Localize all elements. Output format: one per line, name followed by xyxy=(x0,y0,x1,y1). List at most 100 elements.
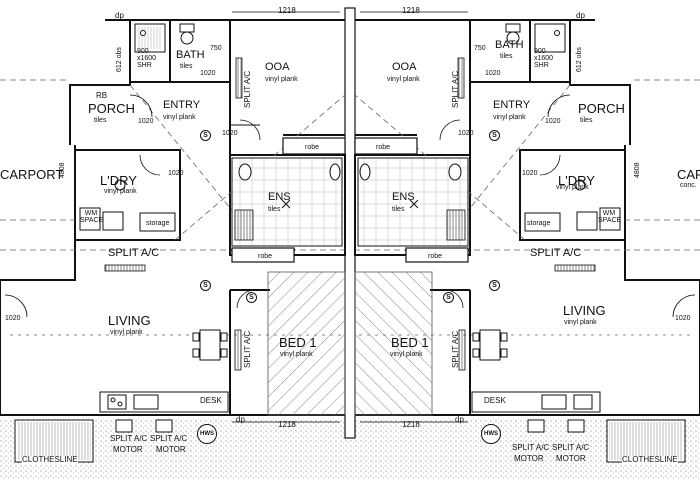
left-robe-bottom-label: robe xyxy=(258,253,273,260)
right-ens-subtitle: tiles xyxy=(392,206,405,213)
right-door-porch: 1020 xyxy=(545,118,561,125)
left-door-bath: 1020 xyxy=(200,70,216,77)
left-shower-label: 900 x1600 SHR xyxy=(137,48,157,69)
right-desk: DESK xyxy=(484,396,506,405)
left-ens-subtitle: tiles xyxy=(268,206,281,213)
left-clothesline: CLOTHESLINE xyxy=(22,455,78,464)
left-desk: DESK xyxy=(200,396,222,405)
right-smoke-detector-bed: S xyxy=(443,292,454,303)
left-smoke-detector-bed: S xyxy=(246,292,257,303)
left-smoke-detector-living: S xyxy=(200,280,211,291)
right-ldry-title: L'DRY xyxy=(558,173,595,188)
right-ldry-subtitle: vinyl plank xyxy=(556,184,589,191)
right-dp-bottom: dp xyxy=(455,415,464,424)
right-carport-dimension: 4808 xyxy=(634,162,641,178)
left-bath-subtitle: tiles xyxy=(180,63,193,70)
left-robe-top xyxy=(282,137,346,155)
right-living-title: LIVING xyxy=(563,303,606,318)
left-dining-table xyxy=(199,329,221,361)
left-ooa-subtitle: vinyl plank xyxy=(265,76,298,83)
right-robe-bottom-label: robe xyxy=(428,253,443,260)
left-living-title: LIVING xyxy=(108,313,151,328)
bottom-dimension-right: 1218 xyxy=(402,420,420,429)
right-carport-subtitle: conc. xyxy=(680,182,697,189)
left-bath-side-dimension: 612 obs xyxy=(116,47,123,72)
left-entry-subtitle: vinyl plank xyxy=(163,114,196,121)
left-split-ac-bed: SPLIT A/C xyxy=(243,330,252,368)
right-robe-top-label: robe xyxy=(376,144,391,151)
left-split-ac-living: SPLIT A/C xyxy=(108,247,160,259)
right-carport-title: CAR xyxy=(677,167,700,182)
left-kitchen-bench xyxy=(99,391,229,413)
right-bed-subtitle: vinyl plank xyxy=(390,351,423,358)
left-porch-subtitle: tiles xyxy=(94,117,107,124)
left-door-ldry: 1020 xyxy=(168,170,184,177)
right-wm-space: WM SPACE xyxy=(598,210,622,224)
left-bath-title: BATH xyxy=(176,49,205,61)
left-smoke-detector-entry: S xyxy=(200,130,211,141)
right-entry-subtitle: vinyl plank xyxy=(493,114,526,121)
party-wall xyxy=(344,7,356,439)
left-bed-title: BED 1 xyxy=(279,335,317,350)
left-split-ac-ooa: SPLIT A/C xyxy=(243,70,252,108)
right-split-ac-bed: SPLIT A/C xyxy=(451,330,460,368)
right-bath-subtitle: tiles xyxy=(500,53,513,60)
right-smoke-detector-living: S xyxy=(489,280,500,291)
right-split-ac-motor-2: SPLIT A/C xyxy=(552,443,590,452)
right-bed-title: BED 1 xyxy=(391,335,429,350)
top-dimension-right: 1218 xyxy=(402,6,420,15)
right-entry-title: ENTRY xyxy=(493,99,531,111)
right-ens-title: ENS xyxy=(392,191,415,203)
right-ooa-title: OOA xyxy=(392,61,417,73)
right-porch-subtitle: tiles xyxy=(580,117,593,124)
right-porch-title: PORCH xyxy=(578,101,625,116)
left-dp-bottom: dp xyxy=(236,415,245,424)
left-dp-label: dp xyxy=(115,11,124,20)
left-rb-label: RB xyxy=(96,91,108,100)
left-wm-space: WM SPACE xyxy=(80,210,104,224)
right-dp-label: dp xyxy=(576,11,585,20)
left-ldry-title: L'DRY xyxy=(100,173,137,188)
left-door-750: 750 xyxy=(210,45,222,52)
left-ldry-subtitle: vinyl plank xyxy=(104,188,137,195)
left-split-ac-motor-2: SPLIT A/C xyxy=(150,434,188,443)
right-smoke-detector-entry: S xyxy=(489,130,500,141)
left-carport-dimension: 4808 xyxy=(59,162,66,178)
right-clothesline: CLOTHESLINE xyxy=(622,455,678,464)
left-storage: storage xyxy=(146,220,170,227)
right-motor-2: MOTOR xyxy=(556,454,586,463)
left-door-porch: 1020 xyxy=(138,118,154,125)
right-door-bath: 1020 xyxy=(485,70,501,77)
right-door-entry: 1020 xyxy=(458,130,474,137)
right-door-ldry: 1020 xyxy=(522,170,538,177)
left-split-ac-motor-1: SPLIT A/C xyxy=(110,434,148,443)
right-door-750: 750 xyxy=(474,45,486,52)
right-shower-label: 900 x1600 SHR xyxy=(534,48,554,69)
bottom-dimension-left: 1218 xyxy=(278,420,296,429)
left-door-living: 1020 xyxy=(5,315,21,322)
right-motor-1: MOTOR xyxy=(514,454,544,463)
left-living-subtitle: vinyl plank xyxy=(110,329,143,336)
right-bath-side-dimension: 612 obs xyxy=(576,47,583,72)
right-split-ac-living: SPLIT A/C xyxy=(530,247,582,259)
left-door-entry: 1020 xyxy=(222,130,238,137)
right-hot-water-system: HWS xyxy=(481,424,501,444)
left-bed-hatch xyxy=(267,271,346,416)
left-bed-subtitle: vinyl plank xyxy=(280,351,313,358)
left-hot-water-system: HWS xyxy=(197,424,217,444)
right-split-ac-motor-1: SPLIT A/C xyxy=(512,443,550,452)
left-ooa-title: OOA xyxy=(265,61,290,73)
left-motor-2: MOTOR xyxy=(156,445,186,454)
right-door-living: 1020 xyxy=(675,315,691,322)
left-porch-title: PORCH xyxy=(88,101,135,116)
left-ens-title: ENS xyxy=(268,191,291,203)
right-split-ac-ooa: SPLIT A/C xyxy=(451,70,460,108)
right-bath-title: BATH xyxy=(495,39,524,51)
left-robe-top-label: robe xyxy=(305,144,320,151)
left-entry-title: ENTRY xyxy=(163,99,201,111)
top-dimension-left: 1218 xyxy=(278,6,296,15)
right-storage: storage xyxy=(527,220,551,227)
right-ooa-subtitle: vinyl plank xyxy=(387,76,420,83)
left-carport-title: CARPORT xyxy=(0,167,64,182)
